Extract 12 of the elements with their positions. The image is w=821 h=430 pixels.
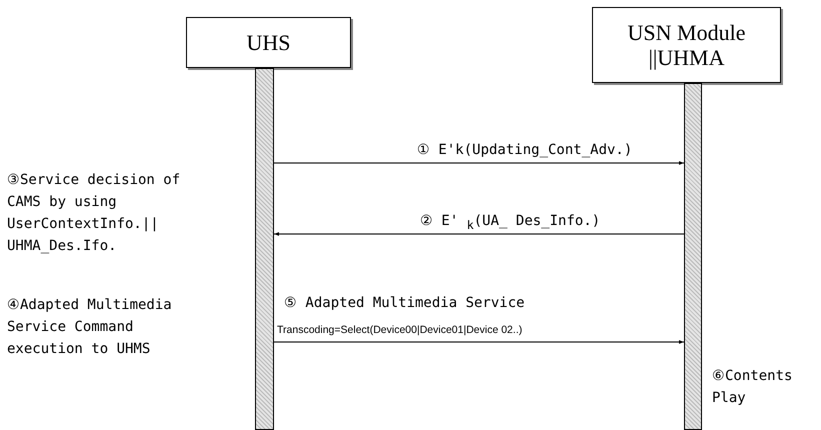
- edge-label: ⑤ Adapted Multimedia Service: [282, 294, 527, 311]
- note-text: ④Adapted Multimedia Service Command execution to UHMS: [7, 296, 173, 359]
- lifeline-bar: [255, 68, 274, 430]
- message-arrow: [274, 340, 684, 344]
- note-text: ⑥Contents Play: [712, 367, 794, 408]
- participant-box: UHS: [186, 17, 351, 68]
- message-arrow: [274, 232, 684, 236]
- participant-box: USN Module ||UHMA: [592, 7, 781, 83]
- lifeline-bar: [684, 83, 702, 430]
- note-text: ③Service decision of CAMS by using UserContextInfo.|| UHMA_Des.Ifo.: [7, 171, 182, 256]
- message-arrow: [274, 161, 684, 165]
- message-parameter: Transcoding=Select(Device00|Device01|Device 02..): [277, 323, 524, 338]
